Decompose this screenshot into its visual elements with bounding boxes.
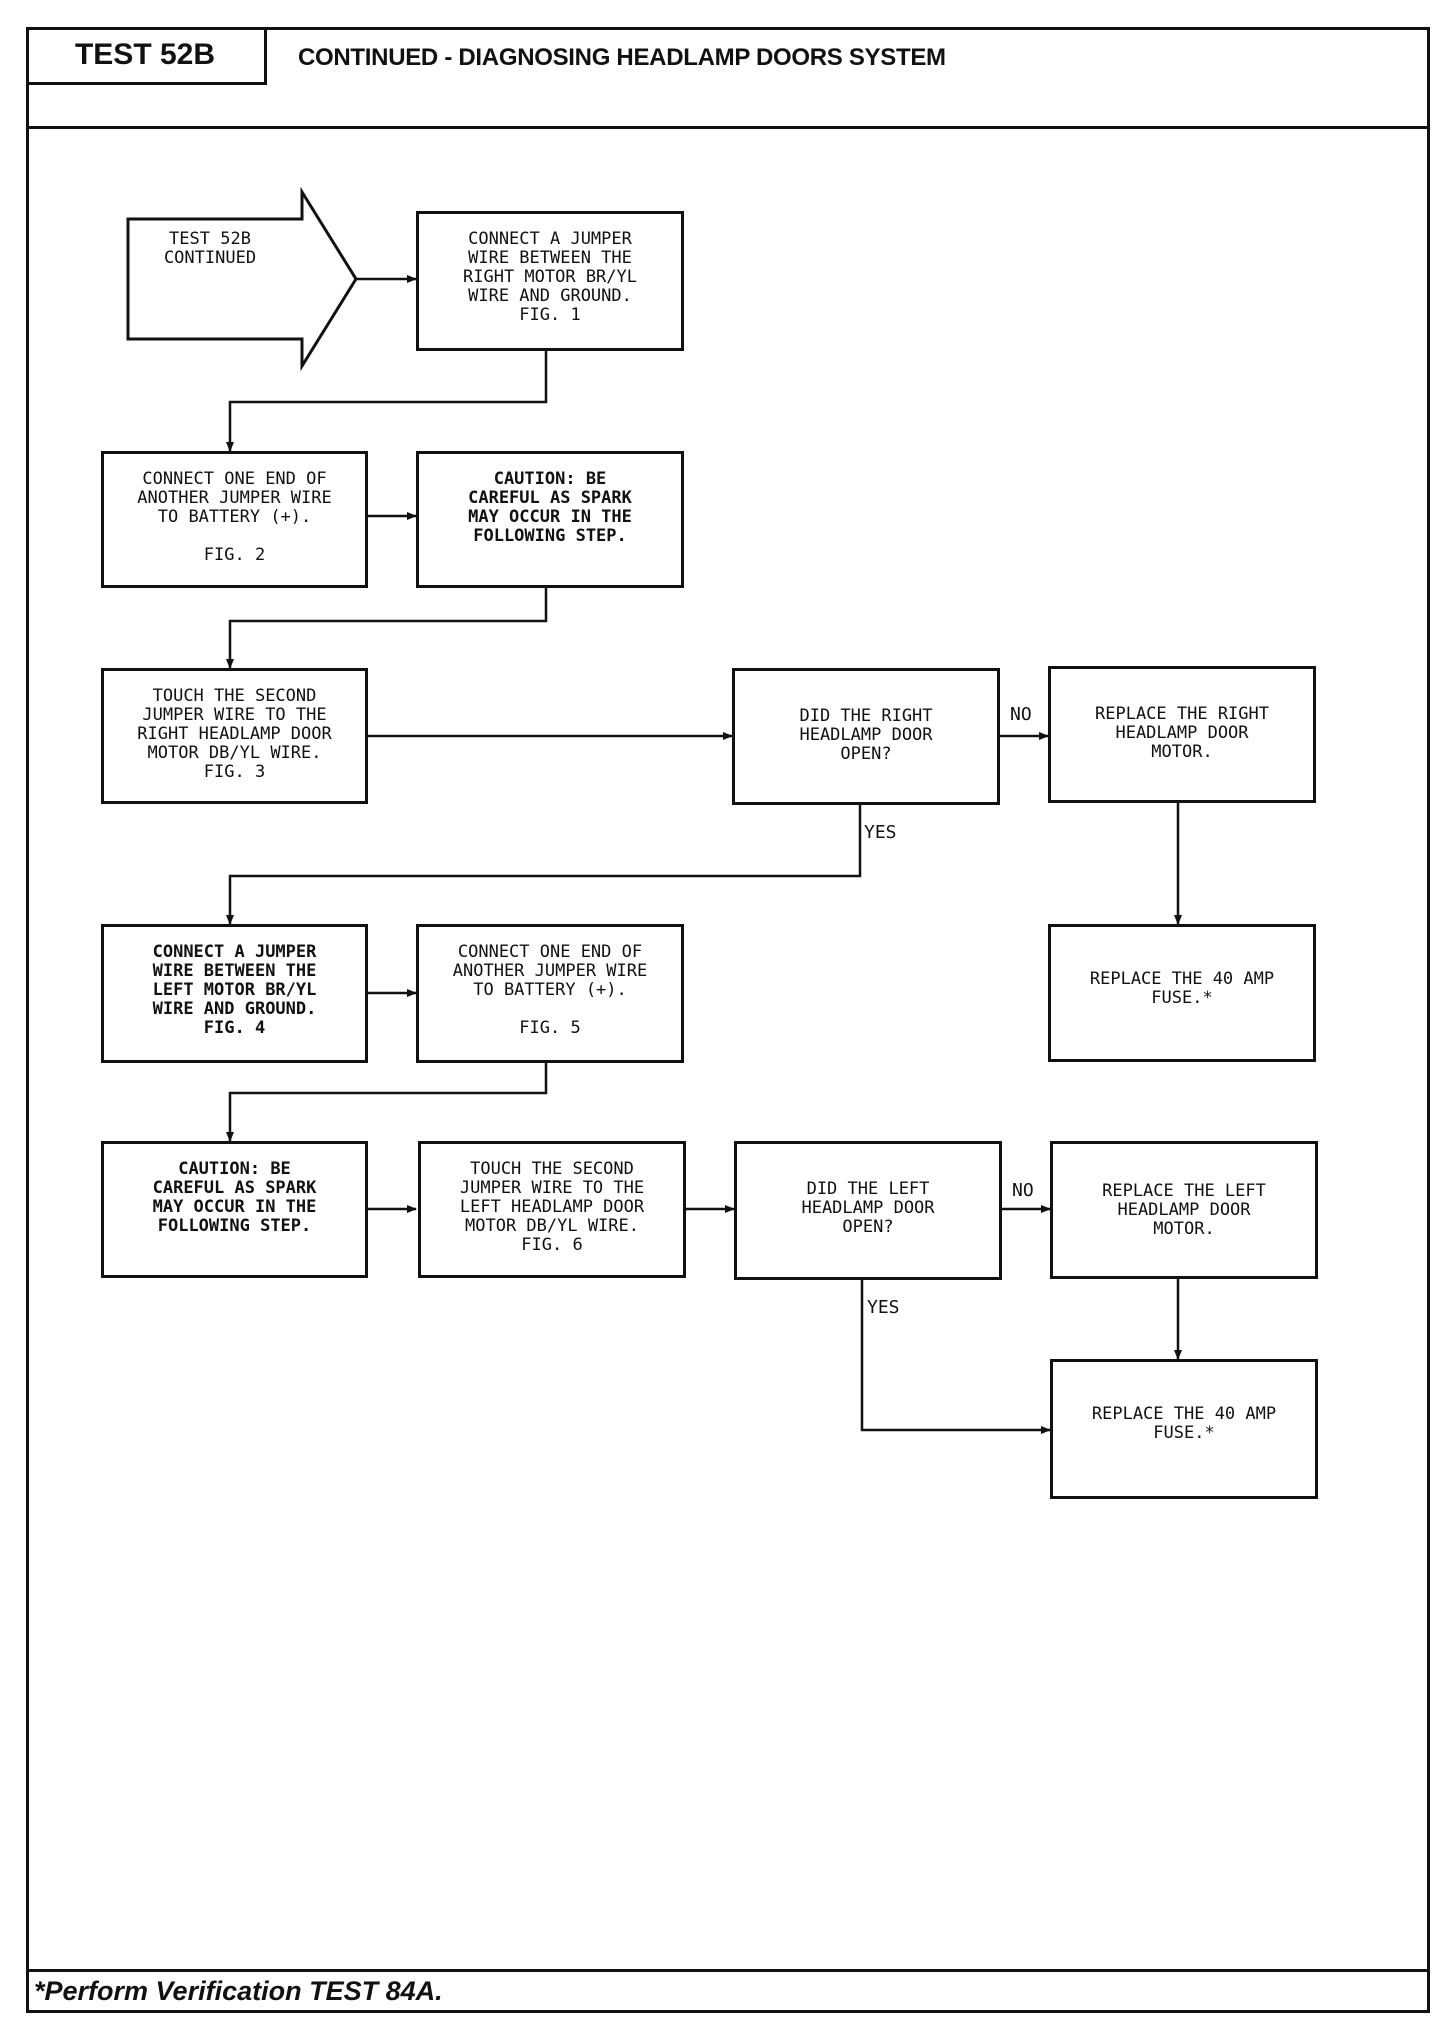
step-touch-left-wire: TOUCH THE SECOND JUMPER WIRE TO THE LEFT… [418,1141,686,1278]
footer-note: *Perform Verification TEST 84A. [34,1976,443,2006]
start-label: TEST 52B CONTINUED [163,229,257,268]
replace-fuse-2: REPLACE THE 40 AMP FUSE.* [1050,1359,1318,1499]
no-label-left: NO [1012,1180,1034,1201]
decision-left-door-open: DID THE LEFT HEADLAMP DOOR OPEN? [734,1141,1002,1280]
replace-fuse-1: REPLACE THE 40 AMP FUSE.* [1048,924,1316,1062]
page-border [26,27,1430,2013]
decision-right-door-open: DID THE RIGHT HEADLAMP DOOR OPEN? [732,668,1000,805]
connector-caution1-to-step3 [226,588,548,669]
step-connect-battery-2: CONNECT ONE END OF ANOTHER JUMPER WIRE T… [416,924,684,1063]
connector-decision-right-yes [226,805,862,925]
footer-divider [26,1969,1430,1972]
step-touch-right-wire: TOUCH THE SECOND JUMPER WIRE TO THE RIGH… [101,668,368,804]
step-connect-battery-1: CONNECT ONE END OF ANOTHER JUMPER WIRE T… [101,451,368,588]
replace-left-motor: REPLACE THE LEFT HEADLAMP DOOR MOTOR. [1050,1141,1318,1279]
step-connect-right-jumper: CONNECT A JUMPER WIRE BETWEEN THE RIGHT … [416,211,684,351]
replace-right-motor: REPLACE THE RIGHT HEADLAMP DOOR MOTOR. [1048,666,1316,803]
connector-step1-to-step2 [226,351,548,452]
yes-label-right: YES [864,822,897,843]
step-connect-left-jumper: CONNECT A JUMPER WIRE BETWEEN THE LEFT M… [101,924,368,1063]
page-title: CONTINUED - DIAGNOSING HEADLAMP DOORS SY… [298,44,946,71]
header-divider [26,126,1430,129]
connector-decision-left-yes [860,1280,1051,1434]
test-number: TEST 52B [26,27,267,85]
no-label-right: NO [1010,704,1032,725]
start-arrow-shape [126,186,358,372]
caution-box-1: CAUTION: BE CAREFUL AS SPARK MAY OCCUR I… [416,451,684,588]
yes-label-left: YES [867,1297,900,1318]
caution-box-2: CAUTION: BE CAREFUL AS SPARK MAY OCCUR I… [101,1141,368,1278]
connector-step5-to-caution2 [226,1063,548,1142]
